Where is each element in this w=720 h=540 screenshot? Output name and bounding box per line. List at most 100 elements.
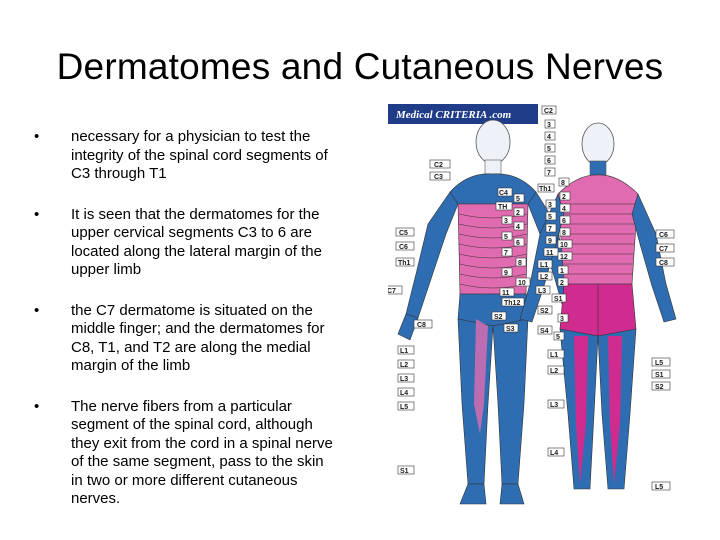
label-th1-front: Th1	[398, 260, 411, 267]
label-l5-back-right: L5	[655, 360, 663, 367]
label-front-5b: 5	[504, 234, 508, 241]
label-front-8: 8	[518, 260, 522, 267]
label-l3-front: L3	[400, 376, 408, 383]
label-l1-back: L1	[540, 262, 548, 269]
label-back-4: 4	[562, 206, 566, 213]
label-back-5: 5	[548, 214, 552, 221]
label-front-11: 11	[502, 290, 510, 297]
label-7: 7	[547, 170, 551, 177]
front-hand-left	[397, 313, 419, 341]
label-s1-back: S1	[554, 296, 563, 303]
label-l1-back-leg: L1	[550, 352, 558, 359]
label-c7-front: C7	[388, 288, 396, 295]
watermark-banner	[388, 104, 538, 124]
label-l5-back-foot: L5	[655, 484, 663, 491]
front-neck	[484, 159, 502, 175]
label-c8-front: C8	[417, 322, 426, 329]
bullet-item: • The nerve fibers from a particular seg…	[34, 398, 334, 509]
label-l4-front: L4	[400, 390, 408, 397]
label-l2-back-leg: L2	[550, 368, 558, 375]
label-th-front: TH	[498, 204, 507, 211]
label-back-7: 7	[548, 226, 552, 233]
label-4: 4	[547, 134, 551, 141]
label-front-7: 7	[504, 250, 508, 257]
front-arm-left	[405, 191, 459, 319]
label-back-3b: 3	[560, 316, 564, 323]
label-c2-top: C2	[544, 108, 553, 115]
bullet-text: It is seen that the dermatomes for the u…	[71, 205, 322, 279]
label-l5-front: L5	[400, 404, 408, 411]
label-5: 5	[547, 146, 551, 153]
label-c6-back: C6	[659, 232, 668, 239]
label-back-11: 11	[546, 250, 554, 257]
label-l3-back: L3	[538, 288, 546, 295]
back-body	[519, 122, 677, 490]
label-c4-front: C4	[499, 190, 508, 197]
bullet-item: • the C7 dermatome is situated on the mi…	[34, 302, 334, 376]
label-front-10: 10	[518, 280, 526, 287]
label-6: 6	[547, 158, 551, 165]
label-c5-front: C5	[399, 230, 408, 237]
label-th1-back: Th1	[539, 186, 552, 193]
front-foot-right	[499, 483, 525, 505]
label-th12-front: Th12	[504, 300, 520, 307]
label-c2-front: C2	[434, 162, 443, 169]
watermark-text: Medical CRITERIA .com	[395, 109, 512, 121]
bullet-marker: •	[34, 205, 40, 223]
label-l2-front: L2	[400, 362, 408, 369]
bullet-text: The nerve fibers from a particular segme…	[71, 397, 333, 508]
label-3: 3	[547, 122, 551, 129]
front-foot-left	[459, 483, 487, 505]
bullet-marker: •	[34, 397, 40, 415]
back-head	[581, 122, 615, 166]
label-8: 8	[561, 180, 565, 187]
bullet-list: • necessary for a physician to test the …	[34, 128, 334, 509]
back-neck	[589, 160, 607, 176]
back-leg-strip-right	[608, 336, 622, 484]
label-back-9: 9	[548, 238, 552, 245]
label-back-2b: 2	[560, 280, 564, 287]
bullet-text: necessary for a physician to test the in…	[71, 128, 328, 182]
dermatome-figure: Medical CRITERIA .com	[388, 104, 677, 505]
label-l4-back-leg: L4	[550, 450, 558, 457]
bullet-item: • necessary for a physician to test the …	[34, 128, 334, 184]
label-back-2: 2	[562, 194, 566, 201]
bullet-marker: •	[34, 128, 40, 145]
dermatome-labels: C2 3 4 5 6 7 8 Th1 2 3 4 5 6 7 8 9 10 11…	[388, 105, 675, 491]
label-back-6: 6	[562, 218, 566, 225]
back-trunk-stripes	[560, 203, 636, 275]
label-back-8: 8	[562, 230, 566, 237]
label-s5-back: 5	[556, 334, 560, 341]
label-front-4: 4	[516, 224, 520, 231]
label-s2-back-right: S2	[655, 384, 664, 391]
label-c6-front: C6	[399, 244, 408, 251]
label-c8-back: C8	[659, 260, 668, 267]
label-front-2: 2	[516, 210, 520, 217]
label-back-10: 10	[560, 242, 568, 249]
label-s4-back: S4	[540, 328, 549, 335]
label-front-3: 3	[504, 218, 508, 225]
label-back-1: 1	[560, 268, 564, 275]
label-back-12: 12	[560, 254, 568, 261]
front-leg-right	[492, 318, 529, 485]
bullet-marker: •	[34, 301, 40, 319]
label-s2-back: S2	[540, 308, 549, 315]
label-c7-back: C7	[659, 246, 668, 253]
label-s3-front: S3	[506, 326, 515, 333]
label-back-3: 3	[548, 202, 552, 209]
label-front-9: 9	[504, 270, 508, 277]
front-head	[475, 119, 511, 165]
label-s2-front: S2	[494, 314, 503, 321]
label-front-5: 5	[516, 196, 520, 203]
label-l2-back: L2	[540, 274, 548, 281]
back-leg-strip-left	[574, 336, 588, 484]
bullet-item: • It is seen that the dermatomes for the…	[34, 206, 334, 280]
label-l1-front: L1	[400, 348, 408, 355]
slide-title: Dermatomes and Cutaneous Nerves	[56, 46, 664, 87]
label-l3-back-leg: L3	[550, 402, 558, 409]
label-s1-back-right: S1	[655, 372, 664, 379]
front-leg-inner-stripe	[474, 319, 488, 434]
label-front-6: 6	[516, 240, 520, 247]
label-c3-front: C3	[434, 174, 443, 181]
bullet-text: the C7 dermatome is situated on the midd…	[71, 301, 325, 375]
